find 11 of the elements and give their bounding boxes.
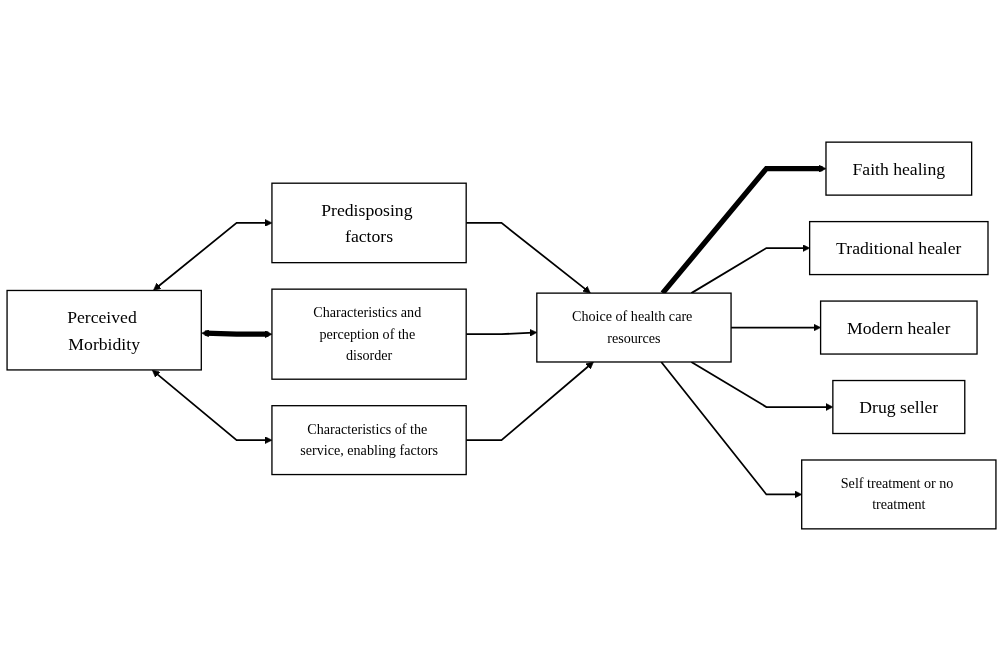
- node-box: Faith healing: [825, 141, 973, 196]
- node-box: Perceived Morbidity: [6, 289, 202, 371]
- node-box: Predisposing factors: [271, 182, 467, 264]
- node-box: Traditional healer: [808, 220, 989, 276]
- arrow: [690, 244, 810, 294]
- node-box: Choice of health care resources: [536, 292, 732, 363]
- node-box: Characteristics of the service, enabling factors: [271, 405, 467, 476]
- node-box: Drug seller: [832, 379, 966, 435]
- node-box: Modern healer: [819, 300, 978, 355]
- node-box: Self treatment or no treatment: [801, 459, 997, 530]
- node-box: Characteristics and perception of the disorder: [271, 288, 467, 380]
